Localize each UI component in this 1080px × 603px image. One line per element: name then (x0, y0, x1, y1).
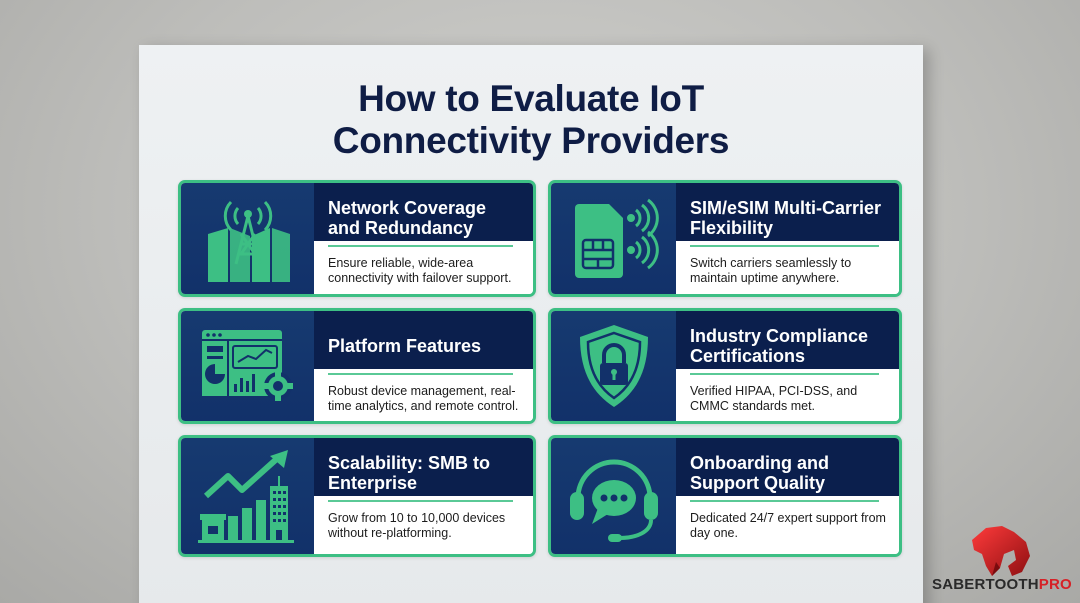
card-sim-flexibility: SIM/eSIM Multi-Carrier Flexibility Switc… (548, 180, 902, 297)
card-description-box: Robust device management, real-time anal… (314, 369, 533, 421)
poster-title: How to Evaluate IoT Connectivity Provide… (139, 78, 923, 162)
card-network-coverage: Network Coverage and Redundancy Ensure r… (178, 180, 536, 297)
card-description-box: Ensure reliable, wide-area connectivity … (314, 241, 533, 294)
brand-name-part1: SABERTOOTH (932, 576, 1039, 593)
card-description: Dedicated 24/7 expert support from day o… (690, 511, 886, 540)
title-line-1: How to Evaluate IoT (358, 78, 704, 119)
card-description: Switch carriers seamlessly to maintain u… (690, 256, 852, 285)
card-title: Scalability: SMB to Enterprise (328, 452, 491, 493)
card-compliance: Industry Compliance Certifications Verif… (548, 308, 902, 424)
card-description: Ensure reliable, wide-area connectivity … (328, 256, 512, 285)
card-description-box: Switch carriers seamlessly to maintain u… (676, 241, 899, 294)
title-line-2: Connectivity Providers (332, 120, 730, 161)
card-title-band: Platform Features (314, 311, 533, 369)
icon-panel (181, 183, 314, 294)
icon-panel (551, 438, 676, 554)
card-title-band: Scalability: SMB to Enterprise (314, 438, 533, 496)
sabertooth-cat-icon (972, 526, 1030, 576)
icon-panel (551, 311, 676, 421)
icon-panel (551, 183, 676, 294)
icon-panel (181, 438, 314, 554)
card-title: Network Coverage and Redundancy (328, 197, 487, 238)
brand-wordmark: SABERTOOTHPRO (932, 576, 1072, 593)
card-description-box: Verified HIPAA, PCI-DSS, and CMMC standa… (676, 369, 899, 421)
card-description-box: Grow from 10 to 10,000 devices without r… (314, 496, 533, 554)
card-platform-features: Platform Features Robust device manageme… (178, 308, 536, 424)
cell-tower-map-icon (207, 200, 290, 282)
card-title: Onboarding and Support Quality (690, 452, 829, 493)
card-scalability: Scalability: SMB to Enterprise Grow from… (178, 435, 536, 557)
card-description: Grow from 10 to 10,000 devices without r… (328, 511, 506, 540)
divider (328, 373, 513, 375)
icon-panel (181, 311, 314, 421)
dashboard-gear-icon (201, 330, 293, 401)
card-title: SIM/eSIM Multi-Carrier Flexibility (690, 197, 882, 238)
growth-chart-buildings-icon (197, 450, 294, 543)
divider (690, 245, 879, 247)
card-title: Industry Compliance Certifications (690, 325, 869, 366)
divider (690, 500, 879, 502)
card-title-band: Onboarding and Support Quality (676, 438, 899, 496)
card-description: Verified HIPAA, PCI-DSS, and CMMC standa… (690, 384, 858, 413)
brand-name-part2: PRO (1038, 576, 1072, 593)
card-title-band: Industry Compliance Certifications (676, 311, 899, 369)
card-title: Platform Features (328, 335, 482, 356)
card-description-box: Dedicated 24/7 expert support from day o… (676, 496, 899, 554)
divider (328, 500, 513, 502)
divider (328, 245, 513, 247)
shield-lock-icon (579, 325, 648, 407)
card-description: Robust device management, real-time anal… (328, 384, 519, 413)
divider (690, 373, 879, 375)
sim-card-wireless-icon (574, 198, 659, 278)
card-title-band: SIM/eSIM Multi-Carrier Flexibility (676, 183, 899, 241)
card-support-quality: Onboarding and Support Quality Dedicated… (548, 435, 902, 557)
card-title-band: Network Coverage and Redundancy (314, 183, 533, 241)
headset-chat-icon (569, 459, 658, 542)
